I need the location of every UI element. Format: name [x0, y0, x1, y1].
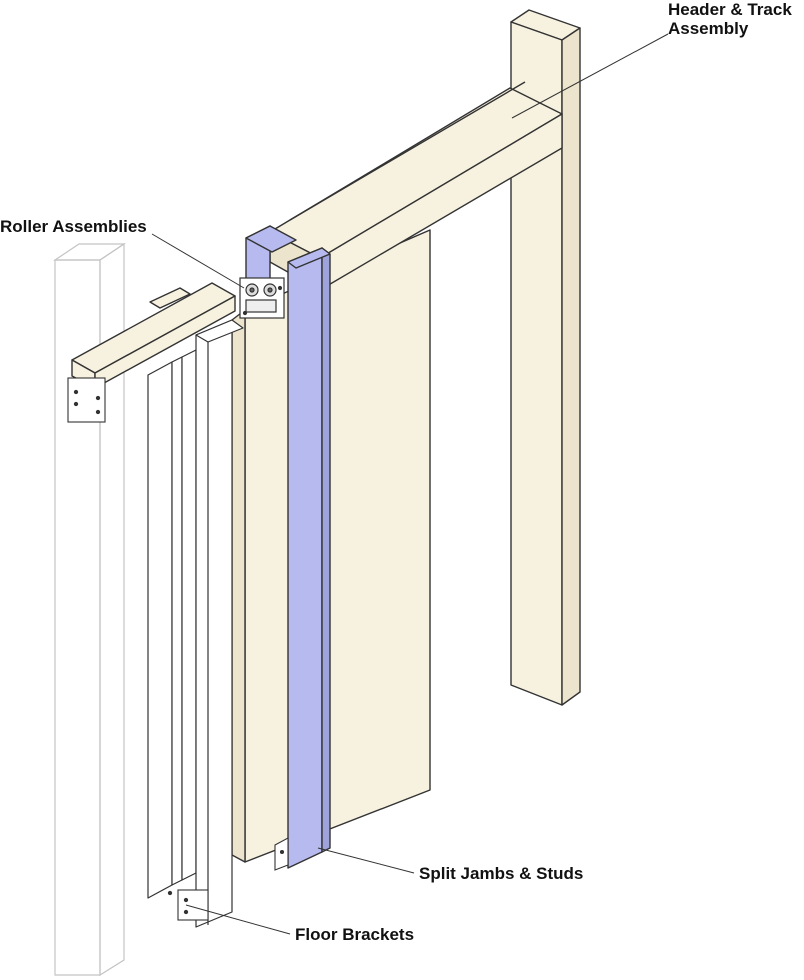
roller-leader [151, 233, 245, 289]
front-split-jamb [287, 247, 331, 869]
header-track-label: Header & Track Assembly [668, 0, 792, 38]
door-slab [231, 229, 431, 863]
header-leader [511, 33, 669, 119]
floor-bracket [167, 889, 209, 921]
split-studs [147, 319, 244, 928]
right-frame-post [510, 9, 581, 706]
callout-lines [151, 33, 669, 935]
jambs-leader [317, 847, 415, 874]
roller-assembly [239, 277, 285, 319]
floor-brackets-label: Floor Brackets [295, 925, 415, 944]
header-track-label-line2: Assembly [668, 19, 749, 38]
header-track-label-line1: Header & Track [668, 0, 792, 19]
split-jambs-label: Split Jambs & Studs [419, 864, 584, 883]
floor-leader [185, 904, 291, 935]
roller-assemblies-label: Roller Assemblies [0, 217, 147, 236]
ghost-stud [53, 242, 126, 977]
jamb-floor-bracket [274, 837, 289, 871]
header-bracket [67, 377, 106, 423]
